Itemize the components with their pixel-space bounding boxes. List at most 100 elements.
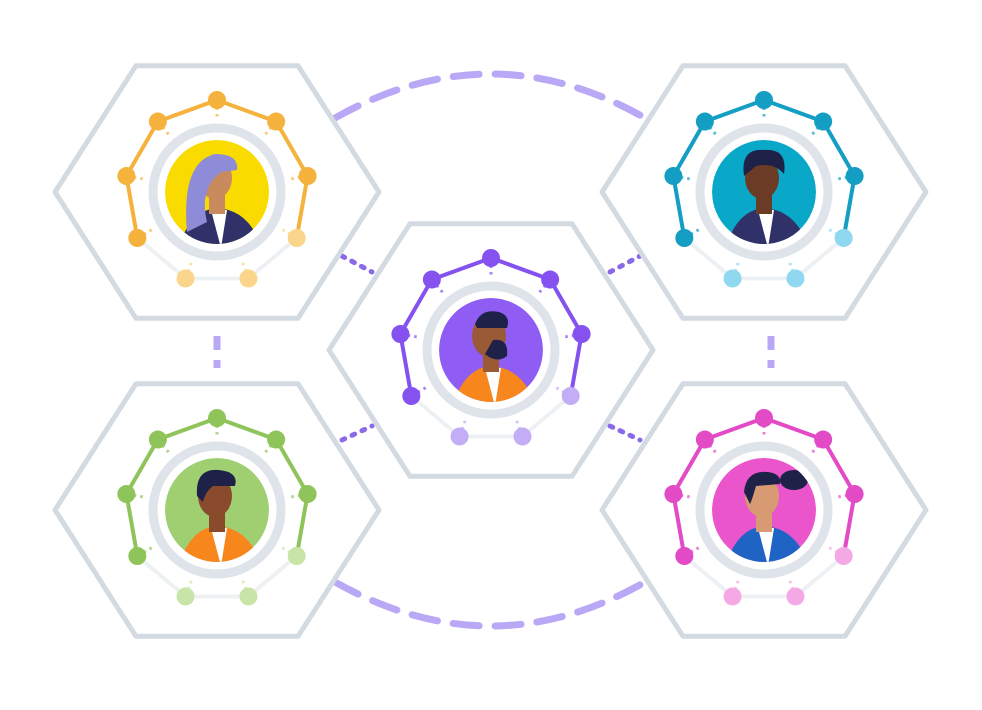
ring-dot bbox=[128, 547, 147, 565]
collar bbox=[485, 368, 501, 402]
ring-dot bbox=[117, 485, 136, 504]
collar bbox=[211, 528, 227, 562]
ring-dot bbox=[148, 430, 167, 449]
ring-edge bbox=[821, 437, 857, 497]
ring-dot bbox=[845, 167, 864, 186]
ring-dot bbox=[267, 430, 286, 449]
ring-dot bbox=[664, 167, 683, 186]
ring-edge bbox=[841, 174, 857, 240]
node-top-left bbox=[52, 63, 382, 321]
ring-edge bbox=[520, 394, 573, 439]
ring-edge bbox=[682, 554, 735, 599]
ring-edge bbox=[793, 236, 846, 281]
ring-edge bbox=[274, 437, 310, 497]
dotted-link-1 bbox=[339, 253, 375, 275]
ring-edge bbox=[568, 332, 584, 398]
ring-edge bbox=[246, 554, 299, 599]
ring-dot bbox=[208, 409, 226, 427]
ring-dot bbox=[755, 409, 773, 427]
ring-edge bbox=[124, 437, 160, 497]
ring-dot bbox=[675, 547, 694, 565]
collar bbox=[211, 210, 227, 244]
ring-dot bbox=[422, 270, 441, 289]
ring-dot bbox=[208, 91, 226, 109]
ring-edge bbox=[489, 256, 553, 282]
node-top-right bbox=[599, 63, 929, 321]
hair bbox=[744, 471, 781, 504]
curly-hair bbox=[743, 149, 785, 176]
ring-dot bbox=[664, 485, 683, 504]
ring-network bbox=[664, 91, 864, 288]
ring-edge bbox=[762, 416, 826, 442]
ring-edge bbox=[124, 492, 140, 558]
ring-dot bbox=[786, 269, 805, 288]
dotted-link-4 bbox=[607, 423, 643, 443]
ring-dot bbox=[239, 269, 258, 288]
neck bbox=[756, 512, 772, 532]
hair bbox=[475, 311, 508, 328]
ring-edge bbox=[398, 332, 414, 398]
ring-edge bbox=[274, 119, 310, 179]
ring-edge bbox=[702, 416, 766, 442]
node-center bbox=[326, 221, 656, 479]
ring-edge bbox=[702, 98, 766, 124]
ring-edge bbox=[841, 492, 857, 558]
ring-dot bbox=[298, 167, 317, 186]
ring-edge bbox=[124, 174, 140, 240]
ring-dot bbox=[117, 167, 136, 186]
ring-network bbox=[391, 249, 591, 446]
ring-dot bbox=[513, 427, 532, 446]
hair bbox=[196, 469, 236, 502]
ring-edge bbox=[821, 119, 857, 179]
beard bbox=[485, 339, 508, 360]
dashed-arc-top bbox=[331, 70, 649, 122]
collar bbox=[758, 210, 774, 244]
ring-edge bbox=[671, 492, 687, 558]
ring-network bbox=[117, 91, 317, 288]
connector-lines bbox=[213, 70, 775, 630]
node-bottom-right bbox=[599, 381, 929, 639]
neck bbox=[209, 512, 225, 532]
ring-edge bbox=[671, 437, 707, 497]
ring-dot bbox=[695, 112, 714, 131]
ring-edge bbox=[215, 416, 279, 442]
ring-edge bbox=[215, 98, 279, 124]
dotted-link-3 bbox=[607, 253, 643, 275]
ring-dot bbox=[834, 229, 853, 247]
ring-dot bbox=[572, 325, 591, 344]
ring-edge bbox=[548, 277, 584, 337]
ring-dot bbox=[814, 112, 833, 131]
ring-edge bbox=[429, 256, 493, 282]
ponytail bbox=[780, 470, 808, 490]
ring-dot bbox=[176, 269, 195, 288]
ring-dot bbox=[176, 587, 195, 606]
ring-edge bbox=[671, 174, 687, 240]
ring-dot bbox=[402, 387, 421, 405]
ring-edge bbox=[294, 492, 310, 558]
dashed-arc-bottom bbox=[331, 578, 649, 630]
ring-dot bbox=[287, 229, 306, 247]
ring-dot bbox=[541, 270, 560, 289]
ring-dot bbox=[148, 112, 167, 131]
ring-dot bbox=[239, 587, 258, 606]
ring-edge bbox=[246, 236, 299, 281]
ring-dot bbox=[298, 485, 317, 504]
ring-edge bbox=[155, 416, 219, 442]
ring-dot bbox=[845, 485, 864, 504]
ring-dot bbox=[450, 427, 469, 446]
ring-edge bbox=[671, 119, 707, 179]
ring-dot bbox=[755, 91, 773, 109]
neck bbox=[756, 194, 772, 214]
ring-dot bbox=[561, 387, 580, 405]
ring-dot bbox=[391, 325, 410, 344]
collar bbox=[758, 528, 774, 562]
headscarf bbox=[186, 154, 238, 232]
ring-dot bbox=[786, 587, 805, 606]
ring-dot bbox=[695, 430, 714, 449]
ring-network bbox=[117, 409, 317, 606]
ring-dot bbox=[287, 547, 306, 565]
ring-edge bbox=[398, 277, 434, 337]
ring-dot bbox=[128, 229, 147, 247]
